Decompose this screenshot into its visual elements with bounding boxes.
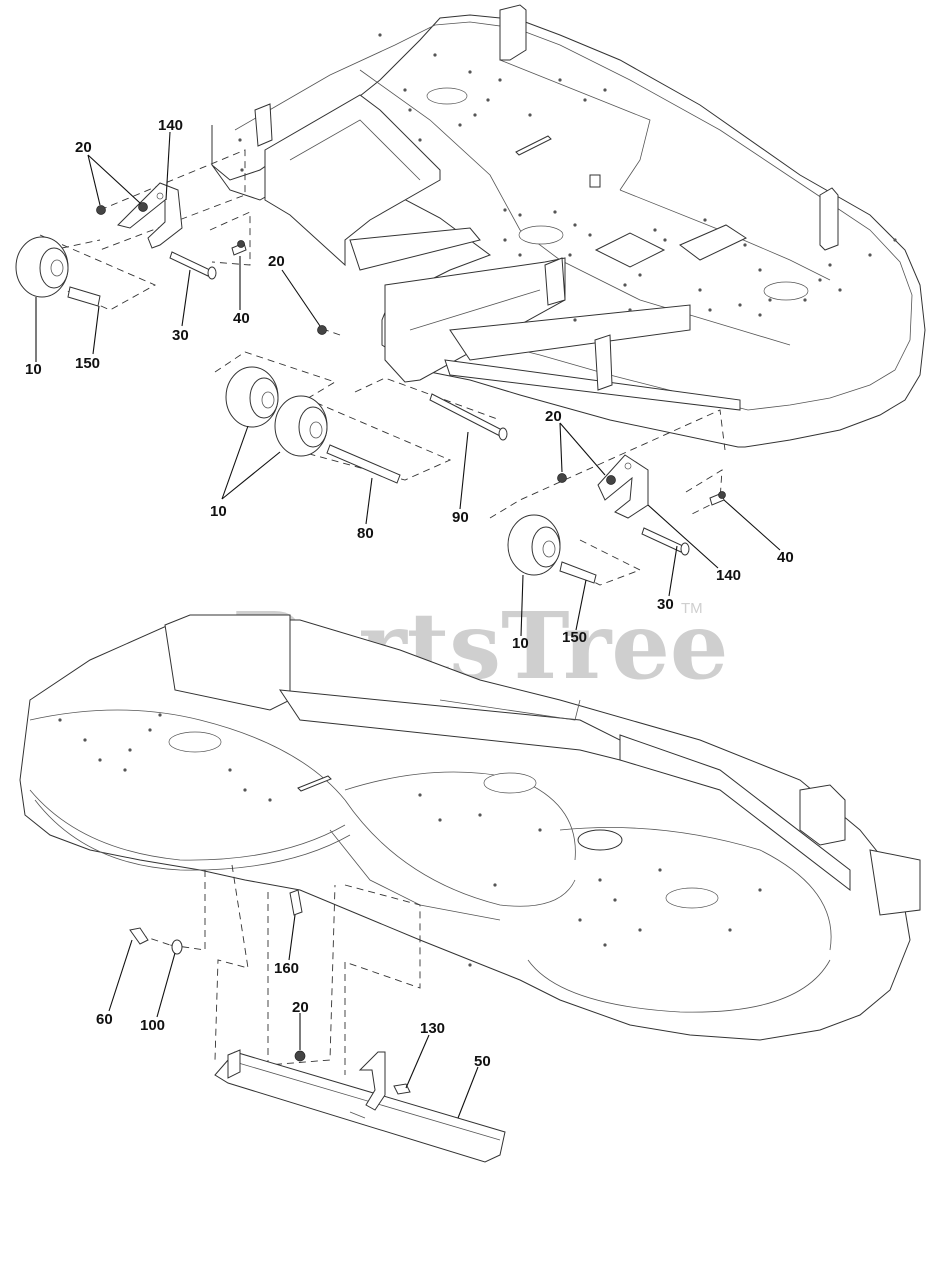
- callout-50: 50: [474, 1053, 491, 1070]
- callout-160: 160: [274, 960, 299, 977]
- callout-60: 60: [96, 1011, 113, 1028]
- callout-labels: 140 20 10 150 30 40 20 10 80 90 20 140 4…: [25, 117, 794, 1070]
- locknut-middle: [317, 325, 327, 335]
- upper-deck: [211, 4, 926, 448]
- callout-10-right: 10: [512, 635, 529, 652]
- deck-holes-lower: [58, 713, 762, 967]
- callout-100: 100: [140, 1017, 165, 1034]
- callout-10-left: 10: [25, 361, 42, 378]
- lower-hardware: [129, 864, 506, 1163]
- gauge-wheel-assembly-left: [15, 149, 251, 311]
- lower-spindle-right: [665, 887, 719, 909]
- caster-bracket-left: [117, 182, 183, 249]
- wheel-spacer-right: [559, 561, 597, 584]
- wheel-spacer-left: [67, 286, 101, 307]
- callout-90: 90: [452, 509, 469, 526]
- leader-lines: [35, 131, 781, 1119]
- gauge-wheel-assembly-middle: [214, 325, 508, 484]
- locknut-left-b: [138, 202, 148, 212]
- bolt-130: [393, 1083, 411, 1095]
- callout-10-mid: 10: [210, 503, 227, 520]
- lower-deck: [19, 614, 921, 1041]
- callout-20-topleft: 20: [75, 139, 92, 156]
- carriage-bolt-60: [129, 927, 149, 945]
- watermark-trademark: TM: [681, 600, 703, 617]
- locknut-left-a: [96, 205, 106, 215]
- callout-40-left: 40: [233, 310, 250, 327]
- callout-150-left: 150: [75, 355, 100, 372]
- deck-holes-upper: [238, 33, 897, 322]
- pivot-pin-90: [429, 393, 503, 437]
- gauge-wheel-assembly-right: [489, 409, 726, 586]
- callout-150-right: 150: [562, 629, 587, 646]
- washer-100: [171, 939, 183, 955]
- callout-140-right: 140: [716, 567, 741, 584]
- callout-20-bottom: 20: [292, 999, 309, 1016]
- spindle-hole-left: [426, 87, 468, 105]
- callout-20-mid: 20: [268, 253, 285, 270]
- locknut-right-a: [557, 473, 567, 483]
- wheel-axle-80: [326, 444, 401, 484]
- clip-nut-160: [289, 889, 303, 916]
- callout-30-left: 30: [172, 327, 189, 344]
- callout-40-right: 40: [777, 549, 794, 566]
- callout-130: 130: [420, 1020, 445, 1037]
- discharge-chute-50: [214, 1051, 506, 1163]
- locknut-bottom: [294, 1050, 306, 1062]
- callout-30-right: 30: [657, 596, 674, 613]
- callout-20-right: 20: [545, 408, 562, 425]
- lower-spindle-left: [168, 731, 222, 753]
- locknut-right-b: [606, 475, 616, 485]
- spindle-hole-center: [518, 225, 564, 245]
- spindle-hole-right: [763, 281, 809, 301]
- caster-bracket-right: [597, 454, 649, 519]
- callout-80: 80: [357, 525, 374, 542]
- callout-140-left: 140: [158, 117, 183, 134]
- lower-spindle-center: [483, 772, 537, 794]
